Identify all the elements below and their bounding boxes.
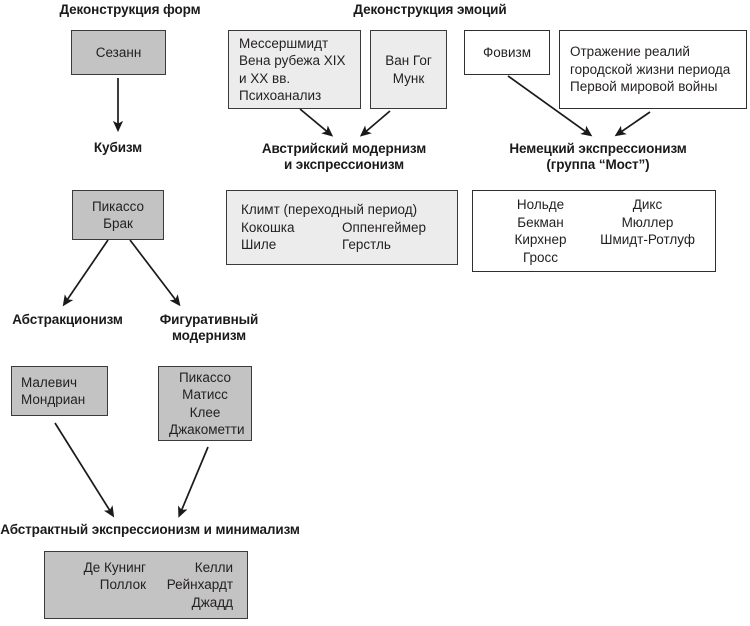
box-messerschmidt-line4: Психоанализ: [239, 88, 322, 103]
austrian-right-1: Оппенгеймер: [342, 219, 427, 235]
heading-abstract-expressionism-minimalism: Абстрактный экспрессионизм и минимализм: [0, 522, 300, 537]
box-malevich-line1: Малевич: [21, 374, 78, 390]
box-cezanne-text: Сезанн: [95, 44, 142, 60]
box-figurative-line2: Матисс: [182, 387, 228, 402]
arrow-vangogh-to-austrian: [359, 110, 391, 137]
box-picasso-braque[interactable]: Пикассо Брак: [72, 190, 164, 240]
arrow-wwi-to-german: [614, 111, 651, 137]
box-figurative-artists[interactable]: Пикассо Матисс Клее Джакометти: [158, 366, 252, 441]
box-malevich-line2: Мондриан: [21, 392, 86, 407]
box-abex-artists[interactable]: Де Кунинг Поллок Келли Рейнхардт Джадд: [44, 551, 248, 619]
austrian-full-line: Климт (переходный период): [241, 202, 418, 218]
box-messerschmidt-line1: Мессершмидт: [239, 35, 329, 51]
box-malevich-mondrian[interactable]: Малевич Мондриан: [11, 366, 108, 416]
box-fauvism[interactable]: Фовизм: [464, 30, 550, 75]
austrian-right-2: Герстль: [342, 237, 391, 253]
box-messerschmidt-line2: Вена рубежа XIX: [239, 53, 346, 68]
abex-right-1: Келли: [194, 559, 233, 575]
box-fauvism-text: Фовизм: [483, 44, 531, 60]
title-deconstruction-of-forms: Деконструкция форм: [59, 2, 201, 17]
box-austrian-artists[interactable]: Климт (переходный период) Кокошка Шиле О…: [226, 190, 458, 265]
arrow-picasso-to-abstractionism: [62, 239, 109, 307]
box-messerschmidt-line3: и XX вв.: [239, 70, 291, 86]
box-wwi-line3: Первой мировой войны: [570, 79, 718, 95]
box-cezanne[interactable]: Сезанн: [71, 30, 166, 75]
heading-figurative-modernism: Фигуративный модернизм: [159, 312, 259, 343]
arrow-picasso-to-figurative: [129, 239, 181, 307]
box-picasso-braque-line2: Брак: [103, 216, 133, 231]
box-figurative-line1: Пикассо: [178, 369, 232, 385]
heading-cubism: Кубизм: [93, 140, 143, 155]
arrow-figurative-to-abex: [178, 446, 209, 518]
box-german-artists[interactable]: Нольде Бекман Кирхнер Гросс Дикс Мюллер …: [472, 190, 716, 272]
german-left-4: Гросс: [522, 249, 559, 265]
box-figurative-line3: Клее: [189, 404, 221, 420]
abex-left-2: Поллок: [99, 577, 146, 593]
abex-right-3: Джадд: [191, 594, 233, 610]
abex-right-2: Рейнхардт: [166, 577, 233, 593]
box-vangogh-munch[interactable]: Ван Гог Мунк: [370, 30, 447, 109]
austrian-left-2: Шиле: [241, 237, 277, 253]
box-wwi-urban-reality[interactable]: Отражение реалий городской жизни периода…: [559, 30, 747, 109]
heading-abstractionism: Абстракционизм: [12, 312, 123, 327]
german-left-2: Бекман: [517, 214, 564, 230]
german-left-1: Нольде: [516, 197, 565, 212]
box-wwi-line1: Отражение реалий: [570, 44, 690, 60]
box-figurative-line4: Джакометти: [169, 422, 245, 437]
box-vangogh-line1: Ван Гог: [385, 53, 432, 68]
box-vangogh-line2: Мунк: [392, 70, 425, 86]
box-picasso-braque-line1: Пикассо: [91, 198, 145, 214]
title-deconstruction-of-emotions: Деконструкция эмоций: [353, 2, 507, 17]
austrian-left-1: Кокошка: [241, 219, 295, 235]
arrow-malevich-to-abex: [54, 422, 115, 518]
arrow-messerschmidt-to-austrian: [299, 108, 334, 137]
heading-german-expressionism: Немецкий экспрессионизм (группа “Мост”): [509, 141, 687, 172]
box-wwi-line2: городской жизни периода: [570, 61, 731, 77]
german-right-2: Мюллер: [621, 214, 674, 230]
heading-austrian-modernism: Австрийский модернизм и экспрессионизм: [261, 141, 427, 172]
german-right-1: Дикс: [632, 197, 663, 212]
box-messerschmidt[interactable]: Мессершмидт Вена рубежа XIX и XX вв. Пси…: [228, 30, 361, 109]
abex-left-1: Де Кунинг: [83, 559, 146, 575]
german-left-3: Кирхнер: [514, 232, 567, 247]
german-right-3: Шмидт-Ротлуф: [600, 232, 695, 247]
